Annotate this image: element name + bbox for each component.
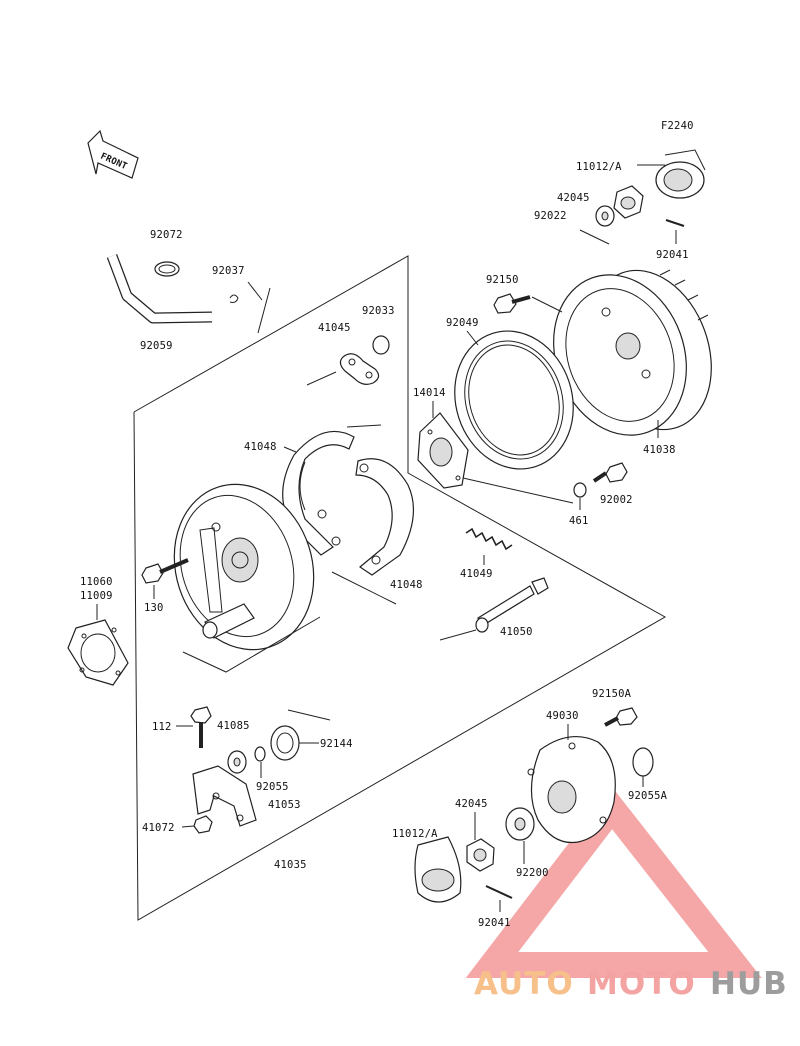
label-41053: 41053 xyxy=(268,799,301,811)
washer-92022 xyxy=(595,205,615,227)
oring-92055 xyxy=(254,746,266,762)
label-92037: 92037 xyxy=(212,265,245,277)
link-41045 xyxy=(339,353,380,385)
assembly-outline xyxy=(133,255,667,921)
label-92059: 92059 xyxy=(140,340,173,352)
nut-41072 xyxy=(193,815,213,834)
clamp-92072 xyxy=(154,261,180,277)
washer-461 xyxy=(573,482,587,498)
figure-code: F2240 xyxy=(661,120,694,132)
seal-92049 xyxy=(454,330,574,470)
cover-49030 xyxy=(527,736,616,844)
brake-shoe-41048-b xyxy=(355,458,414,576)
watermark-hub: HUB xyxy=(710,966,788,1002)
label-41045: 41045 xyxy=(318,322,351,334)
watermark-logo xyxy=(465,786,762,978)
label-11012a-top: 11012/A xyxy=(576,161,622,173)
label-92055a: 92055A xyxy=(628,790,668,802)
label-92150: 92150 xyxy=(486,274,519,286)
label-41072: 41072 xyxy=(142,822,175,834)
hose-92059 xyxy=(106,254,213,324)
bracket-41053 xyxy=(192,765,257,827)
bolt-92002 xyxy=(592,462,628,483)
ring-92033 xyxy=(372,335,390,355)
label-49030: 49030 xyxy=(546,710,579,722)
label-112: 112 xyxy=(152,721,172,733)
gasket-11060 xyxy=(67,619,129,686)
spring-92144 xyxy=(270,725,300,761)
spring-41049 xyxy=(465,527,513,551)
brake-panel xyxy=(173,483,315,651)
front-arrow-icon: FRONT xyxy=(87,129,139,179)
label-41038: 41038 xyxy=(643,444,676,456)
cotter-pin-92041-top xyxy=(665,219,685,227)
label-92072: 92072 xyxy=(150,229,183,241)
hub-41038 xyxy=(553,269,712,436)
label-92200: 92200 xyxy=(516,867,549,879)
label-92002: 92002 xyxy=(600,494,633,506)
label-92144: 92144 xyxy=(320,738,353,750)
label-92150a: 92150A xyxy=(592,688,632,700)
label-130: 130 xyxy=(144,602,164,614)
watermark-auto: AUTO xyxy=(474,966,574,1002)
bolt-92150 xyxy=(493,293,531,314)
nut-42045-top xyxy=(613,185,644,219)
label-41035: 41035 xyxy=(274,859,307,871)
label-41085: 41085 xyxy=(217,720,250,732)
washer-92200 xyxy=(505,807,535,841)
watermark-moto: MOTO xyxy=(587,966,696,1002)
label-11009: 11009 xyxy=(80,590,113,602)
label-92022: 92022 xyxy=(534,210,567,222)
camshaft-41050 xyxy=(475,577,549,633)
oring-92055a xyxy=(632,747,654,777)
label-42045-bottom: 42045 xyxy=(455,798,488,810)
label-11060: 11060 xyxy=(80,576,113,588)
label-92041-bottom: 92041 xyxy=(478,917,511,929)
label-92033: 92033 xyxy=(362,305,395,317)
bolt-130 xyxy=(141,558,189,584)
label-11012a-bottom: 11012/A xyxy=(392,828,438,840)
cap-11012a-top xyxy=(655,149,706,199)
clip-92037 xyxy=(229,294,239,303)
cotter-pin-92041-bottom xyxy=(485,885,513,899)
label-461: 461 xyxy=(569,515,589,527)
label-41048-a: 41048 xyxy=(244,441,277,453)
label-92055: 92055 xyxy=(256,781,289,793)
cap-11012a-bottom xyxy=(414,836,462,903)
nut-42045-bottom xyxy=(466,838,495,872)
flange-14014 xyxy=(417,412,469,489)
washer-41085 xyxy=(227,750,247,774)
label-41048-b: 41048 xyxy=(390,579,423,591)
label-92049: 92049 xyxy=(446,317,479,329)
bolt-92150a xyxy=(604,707,638,727)
label-41049: 41049 xyxy=(460,568,493,580)
label-92041-top: 92041 xyxy=(656,249,689,261)
label-42045-top: 42045 xyxy=(557,192,590,204)
label-14014: 14014 xyxy=(413,387,446,399)
bolt-112 xyxy=(190,706,212,748)
label-41050: 41050 xyxy=(500,626,533,638)
watermark-text: AUTO MOTO HUB xyxy=(474,966,788,1002)
